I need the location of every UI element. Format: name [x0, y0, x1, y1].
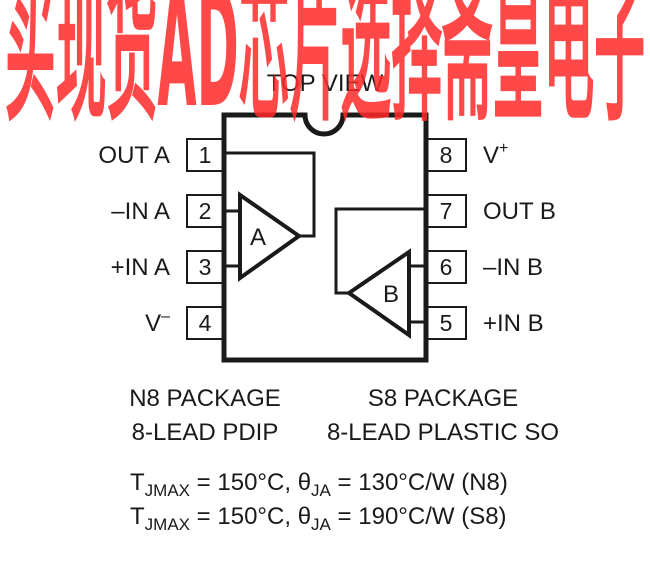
pin-box-1 — [186, 138, 225, 172]
pin-label-out-a: OUT A — [98, 142, 170, 169]
pin-label-out-b: OUT B — [483, 198, 556, 225]
pin-box-8 — [425, 138, 467, 172]
thermal-line-s8: TJMAX = 150°C, θJA = 190°C/W (S8) — [130, 503, 507, 534]
amplifier-b-label: B — [383, 281, 399, 308]
n8-package-line1: N8 PACKAGE — [129, 385, 281, 412]
pin-label-in-minus-a: –IN A — [111, 198, 170, 225]
pin-label-in-plus-b: +IN B — [483, 310, 544, 337]
pin-label-in-plus-a: +IN A — [111, 254, 170, 281]
watermark-text: 买现货AD芯片选择斋皇电子 — [5, 0, 645, 144]
amplifier-b-triangle — [345, 248, 411, 339]
pin-number-6: 6 — [440, 254, 453, 280]
amplifier-a-triangle — [238, 191, 303, 282]
pin-box-7 — [425, 194, 467, 228]
pin-label-v-plus: V+ — [483, 140, 508, 169]
wire-pin1-out-a — [224, 151, 316, 238]
n8-package-line2: 8-LEAD PDIP — [132, 419, 279, 446]
pin-number-1: 1 — [199, 142, 212, 168]
top-view-title: TOP VIEW — [267, 70, 384, 97]
amplifier-a-label: A — [250, 224, 266, 251]
pin-box-4 — [186, 306, 225, 340]
pin-number-5: 5 — [440, 310, 453, 336]
pin-number-3: 3 — [199, 254, 212, 280]
pin-label-v-minus: V– — [145, 308, 170, 337]
pin-label-in-minus-b: –IN B — [483, 254, 543, 281]
s8-package-line1: S8 PACKAGE — [368, 385, 518, 412]
pin-number-8: 8 — [440, 142, 453, 168]
s8-package-line2: 8-LEAD PLASTIC SO — [327, 419, 559, 446]
package-outline — [221, 112, 429, 363]
pin-number-7: 7 — [440, 198, 453, 224]
pin-number-2: 2 — [199, 198, 212, 224]
pin-number-4: 4 — [199, 310, 212, 336]
wire-pin7-out-b — [334, 207, 426, 295]
v-plus-superscript: + — [499, 140, 508, 157]
thermal-line-n8: TJMAX = 150°C, θJA = 130°C/W (N8) — [130, 469, 508, 500]
v-minus-superscript: – — [161, 308, 170, 325]
